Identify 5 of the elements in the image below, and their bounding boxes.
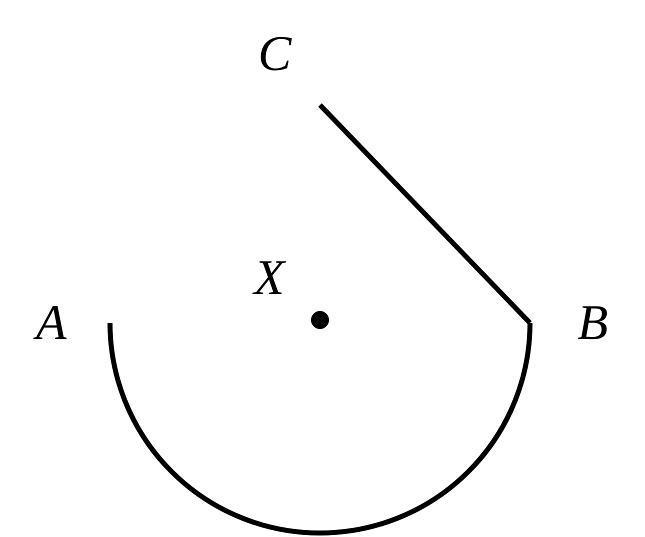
point-label: C: [258, 28, 292, 78]
point-label: X: [254, 252, 285, 302]
point-label: B: [577, 297, 608, 347]
arc: [108, 322, 532, 536]
line-segment: [318, 103, 532, 325]
